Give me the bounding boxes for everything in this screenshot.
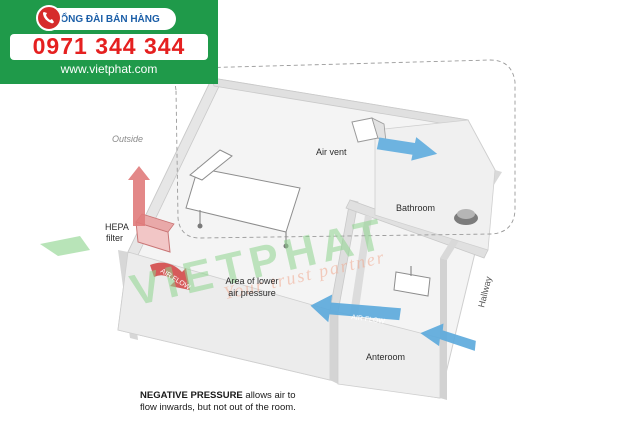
hotline-number[interactable]: 0971 344 344 [32, 33, 186, 59]
hepa-filter-label-line1: HEPA [105, 222, 129, 232]
phone-icon [36, 5, 62, 31]
caption-rest: allows air to [242, 390, 296, 401]
website-link[interactable]: www.vietphat.com [60, 62, 158, 76]
svg-text:AIR FLOW: AIR FLOW [351, 314, 386, 326]
toilet [454, 209, 478, 225]
caption-bold: NEGATIVE PRESSURE [140, 390, 243, 401]
hospital-bed [185, 149, 301, 249]
badge-title: TỔNG ĐÀI BÁN HÀNG [38, 8, 176, 30]
bathroom-label: Bathroom [396, 203, 436, 213]
boundary-dashed-outline [174, 59, 516, 239]
diagram-caption: NEGATIVE PRESSURE allows air to flow inw… [140, 390, 296, 414]
blue-air-flow-arrow [310, 294, 401, 323]
blue-vent-arrow [376, 137, 438, 161]
hotline-panel [10, 34, 208, 60]
room-walls [117, 77, 502, 400]
red-air-flow-arrow [150, 262, 190, 290]
sales-hotline-badge: TỔNG ĐÀI BÁN HÀNG 0971 344 344 www.vietp… [0, 0, 218, 84]
hepa-filter-label-line2: filter [106, 233, 124, 243]
lower-pressure-label-line2: air pressure [228, 288, 276, 298]
caption-line2: flow inwards, but not out of the room. [140, 402, 296, 413]
air-vent-label: Air vent [316, 147, 347, 157]
lower-pressure-label-line1: Area of lower [225, 276, 279, 286]
outside-label: Outside [112, 134, 144, 144]
red-exhaust-arrow [128, 166, 150, 226]
anteroom-sink [393, 266, 431, 297]
hallway-label-group: Hallway [476, 275, 493, 308]
anteroom-label: Anteroom [366, 352, 406, 362]
blue-hallway-arrow [420, 323, 476, 351]
svg-text:Hallway: Hallway [476, 275, 493, 308]
